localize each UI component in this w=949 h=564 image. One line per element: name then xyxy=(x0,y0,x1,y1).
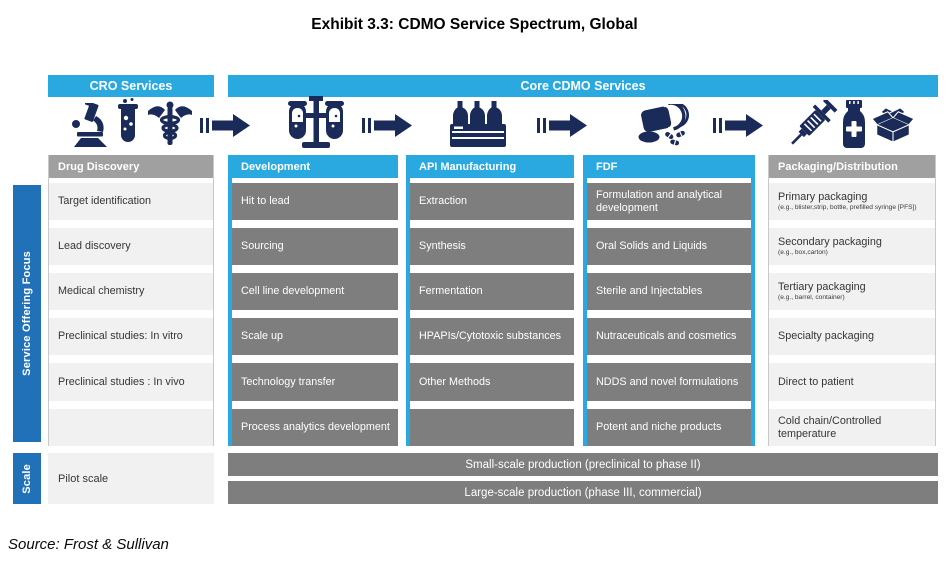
bottle-crate-icon xyxy=(450,101,506,147)
cell-hit-to-lead: Hit to lead xyxy=(232,183,398,220)
open-box-icon xyxy=(872,103,914,145)
syringe-icon xyxy=(786,100,838,148)
column-header-packaging-distribution: Packaging/Distribution xyxy=(769,155,935,178)
cell-secondary-packaging: Secondary packaging(e.g., box,carton) xyxy=(769,228,935,265)
cell-hpapis-cytotoxic: HPAPIs/Cytotoxic substances xyxy=(410,318,574,355)
column-header-fdf: FDF xyxy=(587,155,751,178)
cell-preclinical-in-vitro: Preclinical studies: In vitro xyxy=(49,318,213,355)
cell-technology-transfer: Technology transfer xyxy=(232,363,398,401)
cell-empty xyxy=(410,409,574,446)
flow-arrow-icon xyxy=(200,112,252,139)
cell-empty xyxy=(49,409,213,446)
cell-direct-to-patient: Direct to patient xyxy=(769,363,935,401)
cell-target-identification: Target identification xyxy=(49,183,213,220)
cell-fermentation: Fermentation xyxy=(410,273,574,310)
cell-lead-discovery: Lead discovery xyxy=(49,228,213,265)
scale-bar: Scale xyxy=(13,453,41,504)
caduceus-icon xyxy=(146,101,194,147)
column-packaging-distribution: Packaging/Distribution Primary packaging… xyxy=(768,155,936,446)
test-tube-icon xyxy=(116,98,142,148)
cell-ndds-novel-formulations: NDDS and novel formulations xyxy=(587,363,751,401)
cell-other-methods: Other Methods xyxy=(410,363,574,401)
cell-primary-packaging: Primary packaging(e.g., blister,strip, b… xyxy=(769,183,935,220)
cell-preclinical-in-vivo: Preclinical studies : In vivo xyxy=(49,363,213,401)
cell-medical-chemistry: Medical chemistry xyxy=(49,273,213,310)
cell-scale-up: Scale up xyxy=(232,318,398,355)
column-header-api-manufacturing: API Manufacturing xyxy=(410,155,574,178)
medicine-bottle-icon xyxy=(841,100,867,148)
column-development: Development Hit to lead Sourcing Cell li… xyxy=(228,155,398,446)
cell-sterile-injectables: Sterile and Injectables xyxy=(587,273,751,310)
service-offering-focus-label: Service Offering Focus xyxy=(21,251,33,376)
pills-icon xyxy=(638,104,690,146)
page-title: Exhibit 3.3: CDMO Service Spectrum, Glob… xyxy=(311,16,638,33)
cell-note: (e.g., blister,strip, bottle, prefilled … xyxy=(778,204,917,212)
column-api-manufacturing: API Manufacturing Extraction Synthesis F… xyxy=(406,155,574,446)
small-scale-production-bar: Small-scale production (preclinical to p… xyxy=(228,453,938,476)
column-header-development: Development xyxy=(232,155,398,178)
flow-arrow-icon xyxy=(537,112,589,139)
column-header-drug-discovery: Drug Discovery xyxy=(49,155,213,178)
cell-potent-niche-products: Potent and niche products xyxy=(587,409,751,446)
cell-nutraceuticals-cosmetics: Nutraceuticals and cosmetics xyxy=(587,318,751,355)
test-tube-rack-icon xyxy=(287,96,345,148)
column-fdf: FDF Formulation and analytical developme… xyxy=(583,155,755,446)
cell-sourcing: Sourcing xyxy=(232,228,398,265)
column-drug-discovery: Drug Discovery Target identification Lea… xyxy=(48,155,214,446)
cell-note: (e.g., box,carton) xyxy=(778,249,828,257)
cell-synthesis: Synthesis xyxy=(410,228,574,265)
flow-arrow-icon xyxy=(713,112,765,139)
cell-oral-solids-liquids: Oral Solids and Liquids xyxy=(587,228,751,265)
cell-pilot-scale: Pilot scale xyxy=(48,453,214,504)
cell-formulation-analytical-development: Formulation and analytical development xyxy=(587,183,751,220)
cell-extraction: Extraction xyxy=(410,183,574,220)
scale-label: Scale xyxy=(21,463,33,494)
cell-cell-line-development: Cell line development xyxy=(232,273,398,310)
cell-tertiary-packaging: Tertiary packaging(e.g., barrel, contain… xyxy=(769,273,935,310)
service-offering-focus-bar: Service Offering Focus xyxy=(13,185,41,442)
microscope-icon xyxy=(70,103,112,147)
cell-note: (e.g., barrel, container) xyxy=(778,294,845,302)
cell-specialty-packaging: Specialty packaging xyxy=(769,318,935,355)
large-scale-production-bar: Large-scale production (phase III, comme… xyxy=(228,481,938,504)
cell-cold-chain: Cold chain/Controlled temperature xyxy=(769,409,935,446)
flow-arrow-icon xyxy=(362,112,414,139)
source-note: Source: Frost & Sullivan xyxy=(8,536,169,553)
cell-process-analytics-development: Process analytics development xyxy=(232,409,398,446)
cro-services-bar: CRO Services xyxy=(48,75,214,97)
core-cdmo-services-bar: Core CDMO Services xyxy=(228,75,938,97)
